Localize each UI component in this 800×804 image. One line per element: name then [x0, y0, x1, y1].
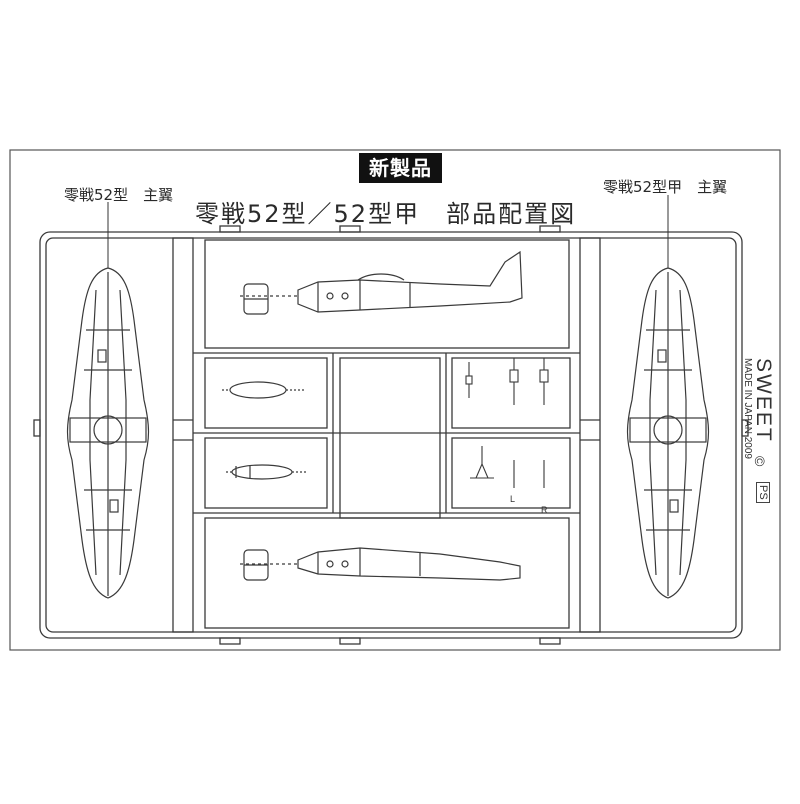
ps-mark: PS — [756, 482, 770, 503]
brand-mark: SWEET — [752, 358, 775, 443]
part-mark-l: L — [510, 494, 516, 504]
sprue-frame — [33, 225, 749, 645]
made-in-text: MADE IN JAPAN 2009 — [742, 358, 753, 459]
drop-tank-part — [222, 381, 306, 480]
right-main-wing — [626, 267, 710, 599]
sheet-border — [9, 149, 781, 651]
small-parts — [465, 358, 549, 488]
fuselage-half-upper — [240, 250, 523, 315]
right-wing-label: 零戦52型甲 主翼 — [603, 178, 728, 196]
page-title: 零戦52型／52型甲 部品配置図 — [195, 200, 577, 228]
left-wing-label: 零戦52型 主翼 — [64, 186, 174, 204]
fuselage-half-lower — [240, 547, 521, 581]
copyright-mark: © — [752, 456, 768, 467]
left-main-wing — [66, 267, 150, 599]
part-mark-r: R — [541, 505, 548, 515]
new-product-badge: 新製品 — [359, 153, 442, 183]
